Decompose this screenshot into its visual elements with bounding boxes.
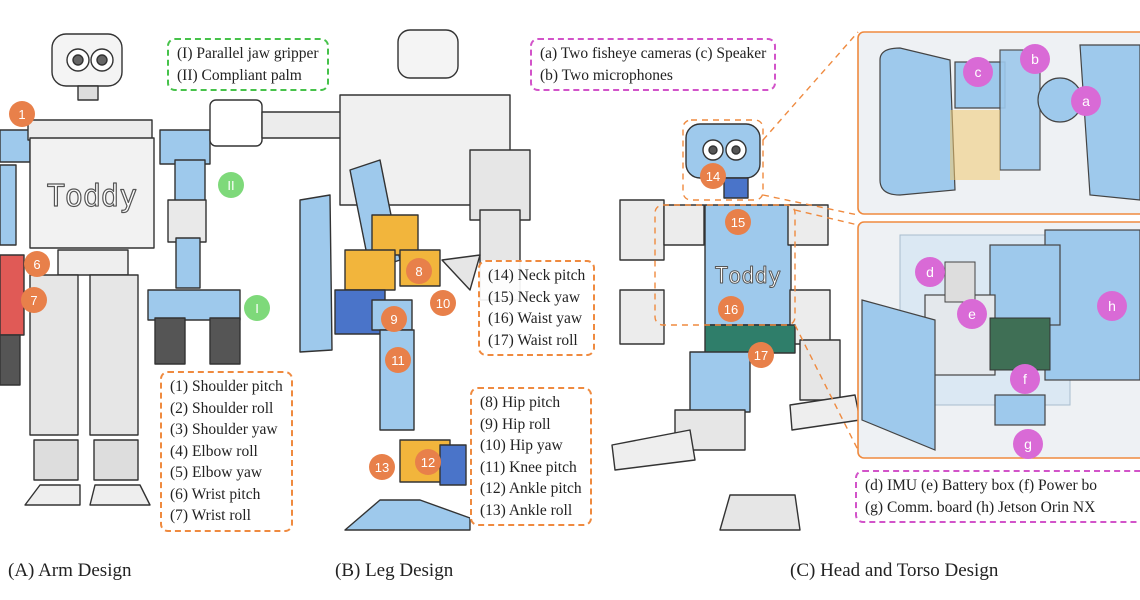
legend-line: (2) Shoulder roll [170, 399, 274, 417]
torso-inset-illustration [857, 221, 1140, 459]
head-components-legend: (a) Two fisheye cameras (c) Speaker (b) … [530, 38, 777, 91]
callout-leader-lines [654, 31, 859, 451]
neck-waist-legend: (14) Neck pitch (15) Neck yaw (16) Waist… [478, 260, 596, 356]
joint-badge-8: 8 [406, 258, 432, 284]
leg-robot-illustration [209, 29, 531, 531]
gripper-badge-I: I [244, 295, 270, 321]
joint-badge-9: 9 [381, 306, 407, 332]
component-badge-c: c [963, 57, 993, 87]
component-badge-g: g [1013, 429, 1043, 459]
gripper-legend: (I) Parallel jaw gripper (II) Compliant … [167, 38, 329, 91]
legend-line: (12) Ankle pitch [480, 480, 582, 497]
head-torso-caption: (C) Head and Torso Design [790, 560, 999, 581]
joint-badge-12: 12 [415, 449, 441, 475]
joint-badge-14: 14 [700, 163, 726, 189]
torso-logo: Toddy [715, 264, 781, 289]
leg-caption: (B) Leg Design [335, 560, 454, 581]
head-inset-illustration [857, 31, 1140, 215]
legend-line: (7) Wrist roll [170, 507, 251, 524]
legend-line: (d) IMU (e) Battery box (f) Power bo [865, 477, 1098, 494]
joint-badge-6: 6 [24, 251, 50, 277]
joint-badge-15: 15 [725, 209, 751, 235]
legend-line: (13) Ankle roll [480, 501, 573, 519]
legend-line: (10) Hip yaw [480, 437, 563, 454]
legend-line: (17) Waist roll [488, 331, 578, 349]
legend-line: (16) Waist yaw [488, 310, 583, 327]
arm-torso-logo: Toddy [47, 179, 137, 214]
arm-joints-legend: (1) Shoulder pitch (2) Shoulder roll (3)… [160, 371, 293, 532]
legend-line: (8) Hip pitch [480, 394, 561, 411]
legend-line: (9) Hip roll [480, 415, 551, 433]
legend-line: (1) Shoulder pitch [170, 378, 283, 395]
joint-badge-13: 13 [369, 454, 395, 480]
legend-line: (4) Elbow roll [170, 442, 258, 460]
legend-line: (g) Comm. board (h) Jetson Orin NX [865, 498, 1096, 516]
legend-line: (11) Knee pitch [480, 458, 577, 476]
joint-badge-10: 10 [430, 290, 456, 316]
leg-joints-legend: (8) Hip pitch (9) Hip roll (10) Hip yaw … [470, 387, 592, 526]
joint-badge-11: 11 [385, 347, 411, 373]
legend-line: (5) Elbow yaw [170, 464, 263, 481]
component-badge-a: a [1071, 86, 1101, 116]
torso-components-legend: (d) IMU (e) Battery box (f) Power bo (g)… [855, 470, 1140, 523]
component-badge-f: f [1010, 364, 1040, 394]
joint-badge-16: 16 [718, 296, 744, 322]
joint-badge-17: 17 [748, 342, 774, 368]
joint-badge-1: 1 [9, 101, 35, 127]
legend-line: (6) Wrist pitch [170, 485, 261, 503]
torso-robot-illustration: Toddy [611, 123, 861, 531]
legend-line: (II) Compliant palm [177, 66, 302, 84]
joint-badge-7: 7 [21, 287, 47, 313]
legend-line: (3) Shoulder yaw [170, 421, 278, 438]
legend-line: (I) Parallel jaw gripper [177, 45, 319, 62]
legend-line: (a) Two fisheye cameras (c) Speaker [540, 45, 767, 62]
legend-line: (15) Neck yaw [488, 288, 581, 306]
legend-line: (b) Two microphones [540, 66, 673, 84]
legend-line: (14) Neck pitch [488, 267, 586, 284]
component-badge-b: b [1020, 44, 1050, 74]
component-badge-h: h [1097, 291, 1127, 321]
arm-robot-illustration: Toddy [0, 33, 241, 506]
component-badge-e: e [957, 299, 987, 329]
component-badge-d: d [915, 257, 945, 287]
arm-caption: (A) Arm Design [8, 560, 132, 581]
palm-badge-II: II [218, 172, 244, 198]
